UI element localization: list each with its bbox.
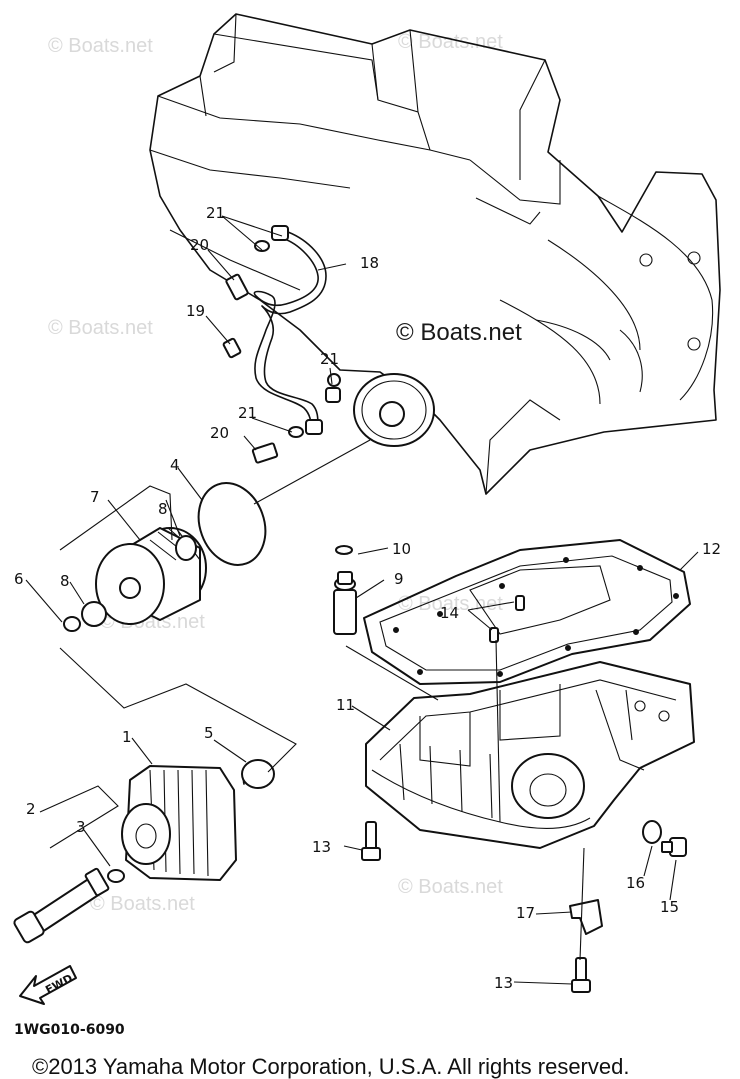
clamp-bracket <box>569 899 603 935</box>
callout-17: 17 <box>516 904 535 922</box>
oil-pan <box>365 661 695 849</box>
dowel-pin <box>489 627 499 643</box>
callout-14: 14 <box>440 604 459 622</box>
drain-bolt <box>661 837 687 857</box>
watermark: © Boats.net <box>398 876 503 898</box>
engine-block <box>149 13 721 495</box>
oil-filter-cover <box>121 765 237 881</box>
pan-bolt-lower <box>571 957 591 993</box>
drain-gasket <box>642 820 662 844</box>
callout-6: 6 <box>14 570 24 588</box>
callout-13: 13 <box>494 974 513 992</box>
pan-bolt <box>361 821 381 861</box>
relief-valve <box>333 545 357 635</box>
callout-2: 2 <box>26 800 36 818</box>
copyright-notice: ©2013 Yamaha Motor Corporation, U.S.A. A… <box>32 1054 629 1079</box>
leader-lines <box>25 215 699 985</box>
callout-10: 10 <box>392 540 411 558</box>
spacer-washers <box>63 535 197 632</box>
watermark: © Boats.net <box>398 593 503 615</box>
o-ring <box>197 482 267 566</box>
callout-15: 15 <box>660 898 679 916</box>
filter-bolt <box>13 867 125 944</box>
callout-13: 13 <box>312 838 331 856</box>
callout-3: 3 <box>76 818 86 836</box>
callout-21: 21 <box>206 204 225 222</box>
forward-arrow-icon: FWD <box>19 965 77 1005</box>
callout-1: 1 <box>122 728 132 746</box>
oil-pan-gasket <box>363 539 691 685</box>
callout-16: 16 <box>626 874 645 892</box>
callout-8: 8 <box>158 500 168 518</box>
watermark: © Boats.net <box>398 31 503 53</box>
callout-21: 21 <box>320 350 339 368</box>
callout-18: 18 <box>360 254 379 272</box>
callout-8: 8 <box>60 572 70 590</box>
spring <box>241 759 275 789</box>
callout-20: 20 <box>210 424 229 442</box>
dowel-pin <box>515 595 525 611</box>
watermark: © Boats.net <box>48 317 153 339</box>
callout-5: 5 <box>204 724 214 742</box>
callout-19: 19 <box>186 302 205 320</box>
callout-21: 21 <box>238 404 257 422</box>
callout-4: 4 <box>170 456 180 474</box>
diagram-code: 1WG010-6090 <box>14 1022 125 1038</box>
callout-7: 7 <box>90 488 100 506</box>
callout-20: 20 <box>190 236 209 254</box>
callout-11: 11 <box>336 696 355 714</box>
callout-12: 12 <box>702 540 721 558</box>
oil-delivery-pipe <box>253 225 341 435</box>
watermark-main: © Boats.net <box>396 319 522 346</box>
callout-9: 9 <box>394 570 404 588</box>
watermark: © Boats.net <box>48 35 153 57</box>
watermark: © Boats.net <box>90 893 195 915</box>
